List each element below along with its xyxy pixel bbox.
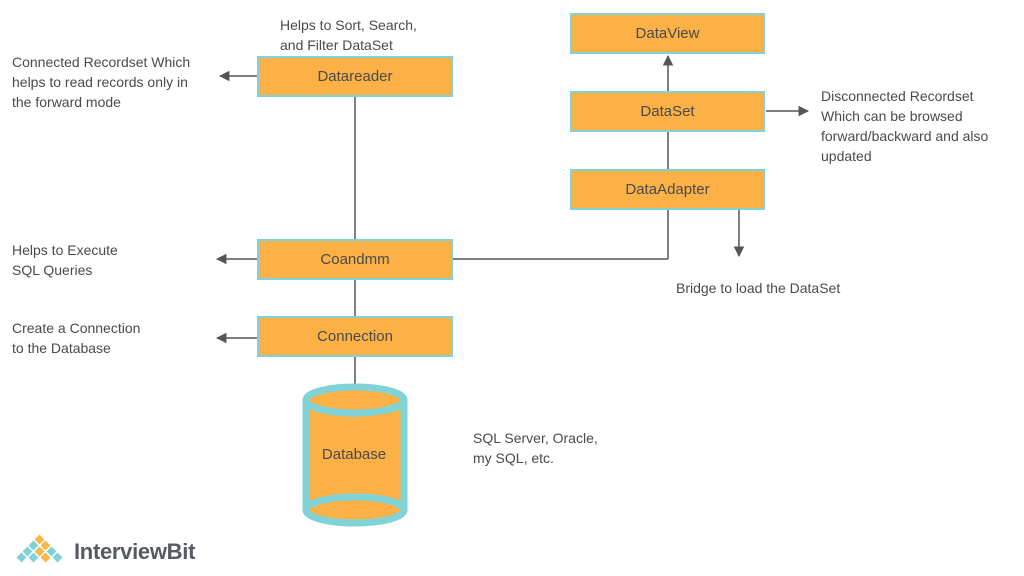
- note-database-right: SQL Server, Oracle, my SQL, etc.: [473, 430, 598, 466]
- node-datareader-label: Datareader: [317, 68, 393, 85]
- node-dataset-label: DataSet: [640, 103, 695, 120]
- node-database-label: Database: [321, 446, 387, 463]
- node-command: Coandmm: [257, 239, 453, 280]
- note-command-left: Helps to Execute SQL Queries: [12, 242, 118, 278]
- node-datareader: Datareader: [257, 56, 453, 97]
- note-dataadapter-below: Bridge to load the DataSet: [676, 280, 841, 296]
- note-connection-left: Create a Connection to the Database: [12, 320, 141, 356]
- note-dataset-right: Disconnected Recordset Which can be brow…: [821, 88, 989, 164]
- node-dataview: DataView: [570, 13, 765, 54]
- database-cylinder-icon: [302, 383, 408, 527]
- node-dataadapter-label: DataAdapter: [625, 181, 710, 198]
- node-command-label: Coandmm: [320, 251, 390, 268]
- node-dataview-label: DataView: [635, 25, 700, 42]
- logo-text: InterviewBit: [74, 539, 196, 564]
- node-connection-label: Connection: [317, 328, 393, 345]
- node-connection: Connection: [257, 316, 453, 357]
- interviewbit-logo: InterviewBit: [12, 532, 195, 572]
- diamond-grid-logo-icon: [16, 534, 63, 563]
- node-dataset: DataSet: [570, 91, 765, 132]
- note-datareader-left: Connected Recordset Which helps to read …: [12, 54, 191, 110]
- node-dataadapter: DataAdapter: [570, 169, 765, 210]
- note-datareader-top: Helps to Sort, Search, and Filter DataSe…: [280, 17, 417, 53]
